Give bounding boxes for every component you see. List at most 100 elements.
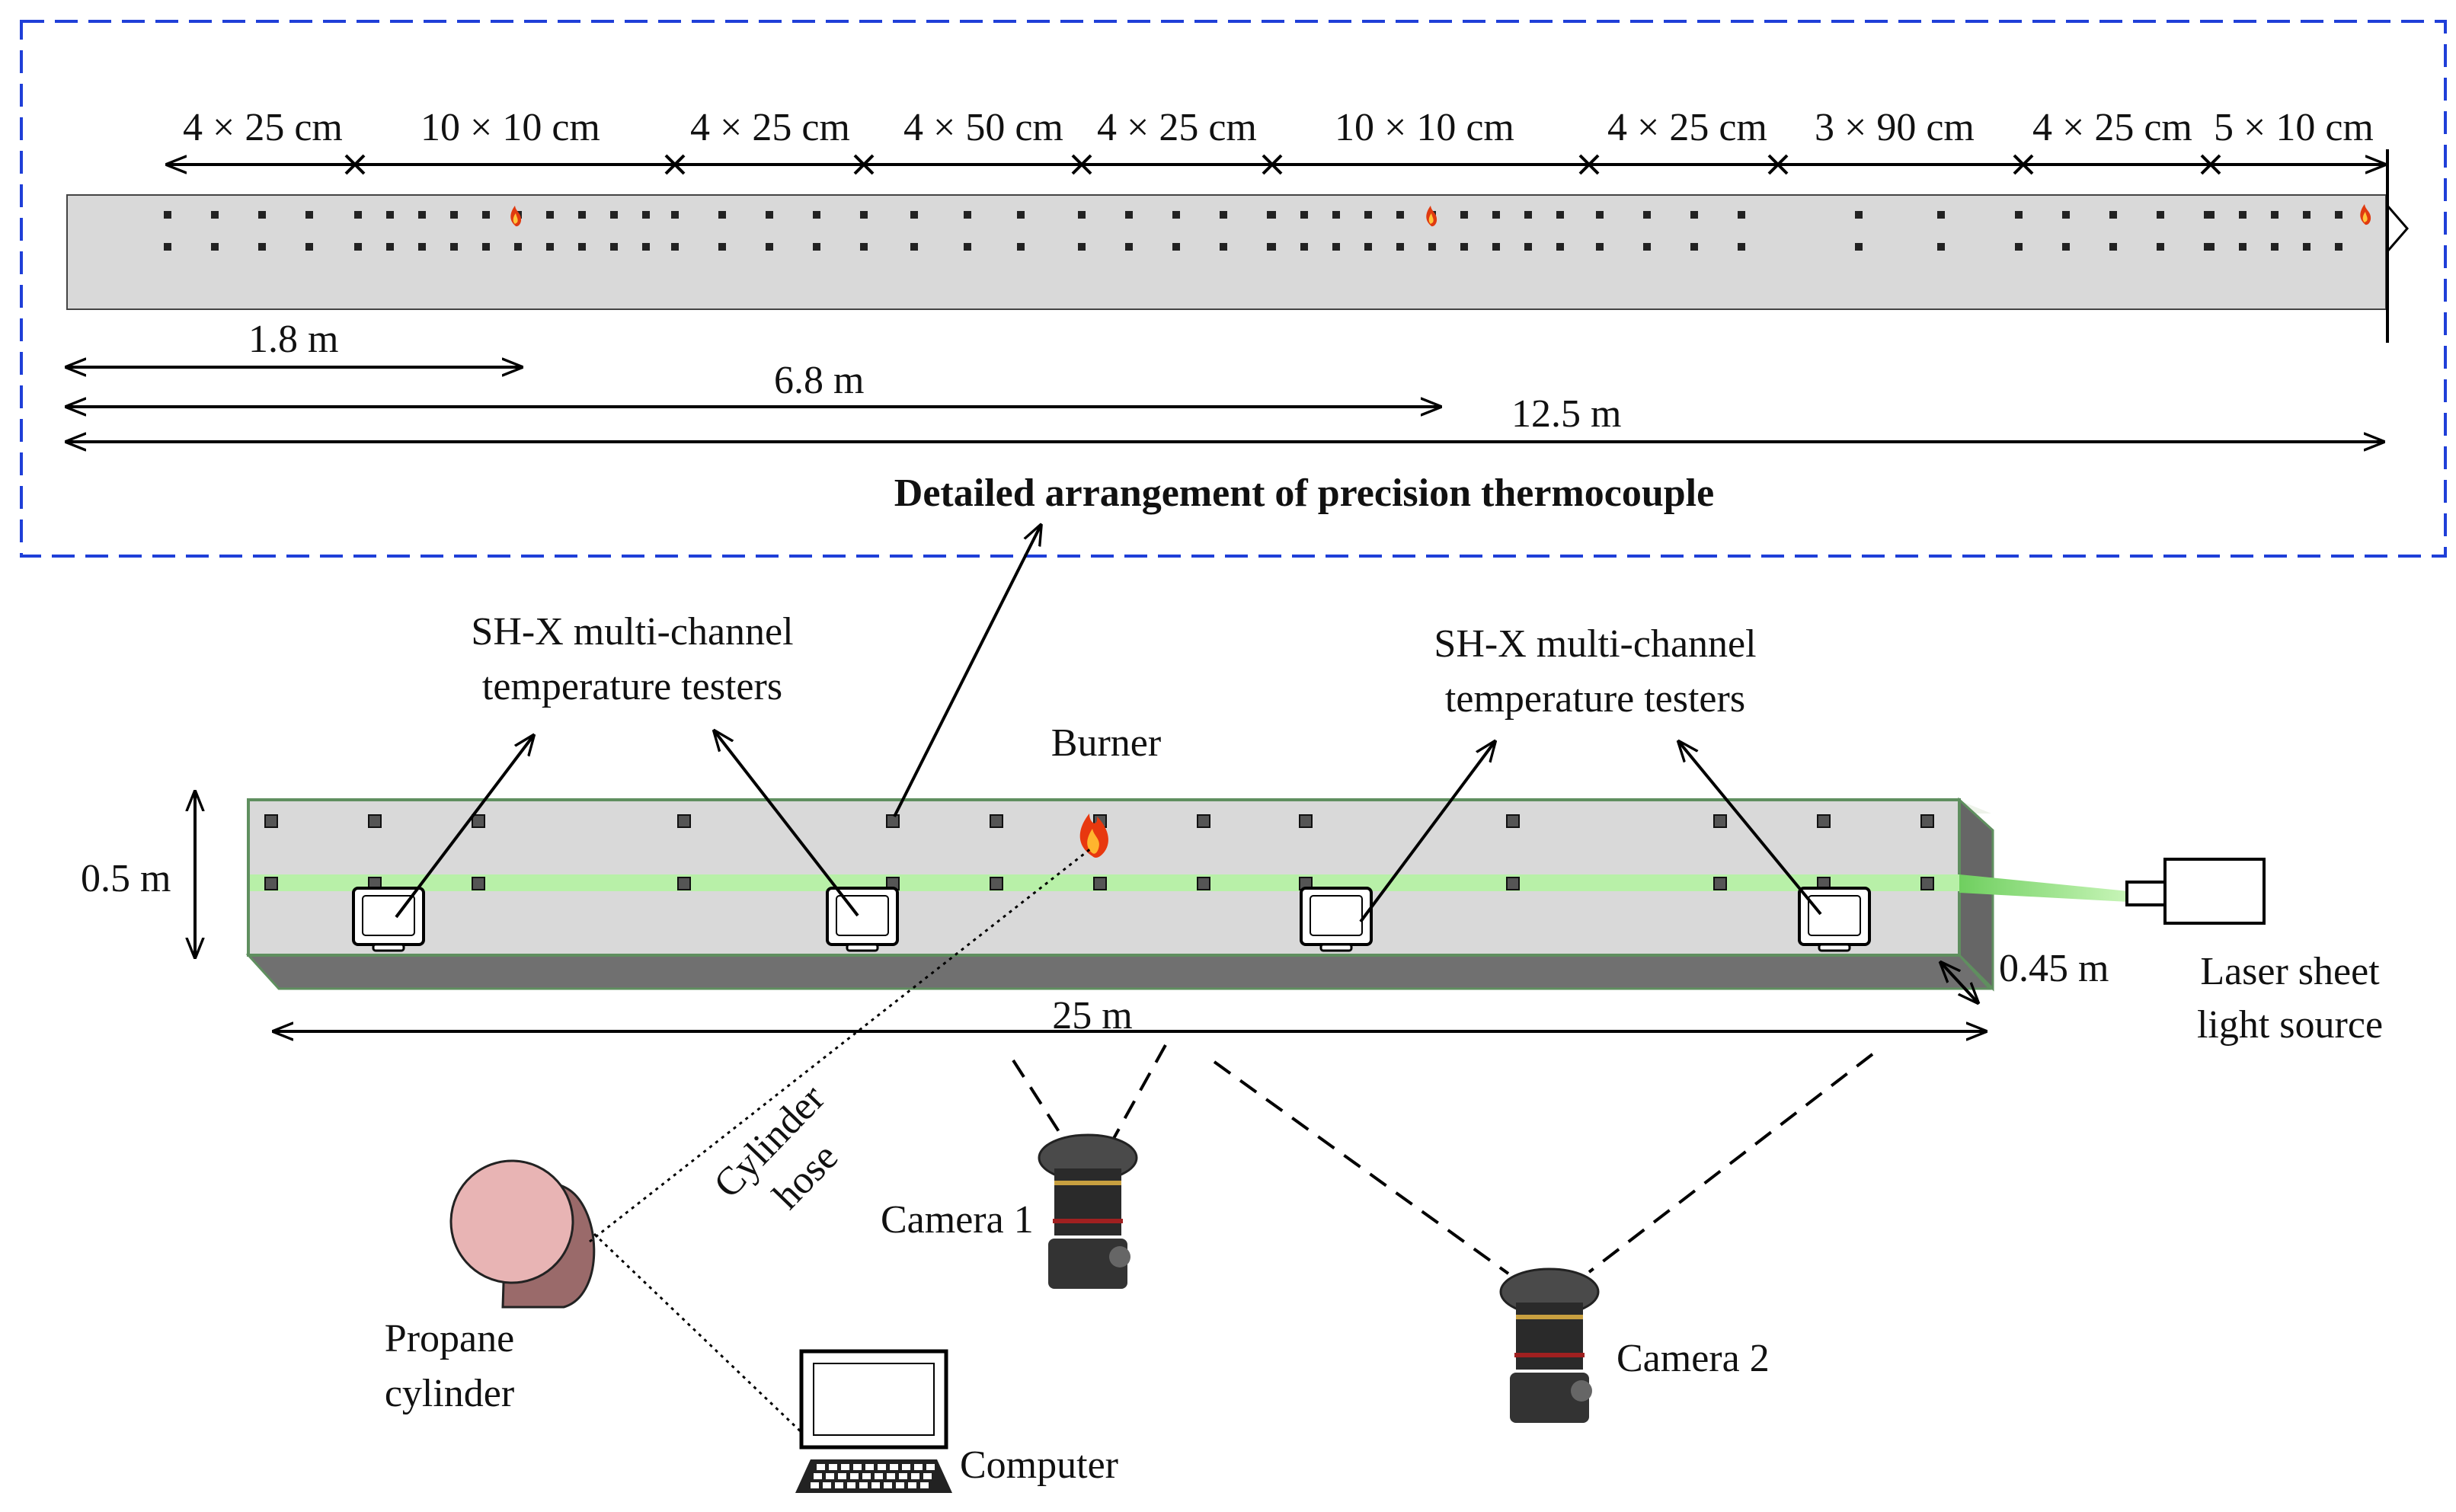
segment-boundary-marker — [2200, 154, 2221, 175]
propane-label-line2: cylinder — [385, 1372, 514, 1415]
thermocouple-dot — [910, 243, 918, 251]
propane-cylinder — [449, 1159, 596, 1309]
testers-left-label-line1: SH-X multi-channel — [471, 610, 793, 654]
segment-label-6: 10 × 10 cm — [1335, 106, 1514, 149]
thermocouple-dot — [2062, 243, 2070, 251]
tunnel-thermocouple — [677, 814, 691, 828]
thermocouple-dot — [2271, 211, 2279, 219]
thermocouple-dot — [546, 243, 554, 251]
camera1-view-line-left — [1012, 1059, 1067, 1143]
thermocouple-dot — [578, 243, 586, 251]
thermocouple-dot — [813, 211, 820, 219]
fire-icon — [510, 206, 522, 227]
thermocouple-dot — [1596, 243, 1604, 251]
thermocouple-dot — [813, 243, 820, 251]
computer-cable-line — [593, 1232, 807, 1438]
detail-thermocouples — [164, 211, 2342, 251]
thermocouple-dot — [1364, 211, 1372, 219]
segment-label-10: 5 × 10 cm — [2214, 106, 2374, 149]
thermocouple-dot — [1364, 243, 1372, 251]
thermocouple-dot — [964, 211, 971, 219]
thermocouple-dot — [766, 243, 773, 251]
thermocouple-dot — [1300, 211, 1308, 219]
tunnel-thermocouple — [1506, 877, 1520, 890]
thermocouple-dot — [642, 211, 650, 219]
thermocouple-dot — [1643, 243, 1651, 251]
segment-boundary-marker — [1578, 154, 1600, 175]
thermocouple-dot — [860, 211, 868, 219]
thermocouple-dot — [2015, 211, 2023, 219]
segment-boundary-marker — [344, 154, 366, 175]
thermocouple-dot — [2271, 243, 2279, 251]
thermocouple-dot — [1078, 211, 1086, 219]
tunnel-thermocouple — [472, 877, 485, 890]
width-label: 0.45 m — [1999, 947, 2109, 990]
thermocouple-dot — [2335, 211, 2342, 219]
thermocouple-dot — [964, 243, 971, 251]
thermocouple-dot — [1017, 243, 1025, 251]
burner-label: Burner — [1051, 721, 1161, 765]
segment-boundary-marker — [664, 154, 686, 175]
thermocouple-dot — [418, 243, 426, 251]
thermocouple-dot — [2109, 211, 2117, 219]
laser-label-line2: light source — [2197, 1003, 2383, 1047]
segment-ticks — [344, 154, 2221, 175]
thermocouple-dot — [766, 211, 773, 219]
thermocouple-dot — [450, 211, 458, 219]
thermocouple-dot — [1855, 243, 1863, 251]
thermocouple-dot — [578, 211, 586, 219]
monitor-icon — [826, 887, 899, 952]
tunnel-thermocouple — [1817, 814, 1831, 828]
tunnel-thermocouple — [368, 814, 382, 828]
tunnel-bottom-face — [245, 954, 1993, 990]
segment-label-4: 4 × 50 cm — [903, 106, 1063, 149]
thermocouple-dot — [2303, 211, 2310, 219]
hose-label: Cylinder hose — [705, 1076, 846, 1217]
fire-icon — [2360, 204, 2371, 225]
tunnel-thermocouple — [1920, 877, 1934, 890]
thermocouple-dot — [1460, 243, 1468, 251]
segment-label-1: 4 × 25 cm — [183, 106, 343, 149]
thermocouple-dot — [546, 211, 554, 219]
thermocouple-dot — [1078, 243, 1086, 251]
tunnel-thermocouple — [990, 814, 1003, 828]
monitor-icon — [1798, 887, 1871, 952]
tunnel-thermocouple — [264, 814, 278, 828]
burner-fire-icon — [1079, 814, 1108, 858]
thermocouple-dot — [305, 211, 313, 219]
thermocouple-dot — [1460, 211, 1468, 219]
computer-icon — [795, 1349, 952, 1493]
fire-icon — [1426, 206, 1437, 227]
thermocouple-dot — [1524, 211, 1532, 219]
thermocouple-dot — [514, 243, 522, 251]
thermocouple-dot — [610, 211, 618, 219]
tunnel-thermocouple — [677, 877, 691, 890]
laser-body — [2163, 858, 2266, 925]
break-symbol — [2386, 205, 2409, 252]
thermocouple-dot — [910, 211, 918, 219]
thermocouple-dot — [1596, 211, 1604, 219]
propane-label-line1: Propane — [385, 1317, 514, 1360]
thermocouple-dot — [354, 243, 362, 251]
thermocouple-dot — [1738, 211, 1745, 219]
thermocouple-dot — [482, 211, 490, 219]
thermocouple-dot — [671, 243, 679, 251]
segment-boundary-marker — [1262, 154, 1283, 175]
detail-caption: Detailed arrangement of precision thermo… — [894, 472, 1714, 515]
computer-label: Computer — [960, 1443, 1118, 1487]
thermocouple-dot — [1690, 243, 1698, 251]
thermocouple-dot — [1268, 243, 1276, 251]
pointer-arrow-tester-3 — [1359, 742, 1495, 923]
thermocouple-dot — [1172, 211, 1180, 219]
thermocouple-dot — [1268, 211, 1276, 219]
thermocouple-dot — [2109, 243, 2117, 251]
pointer-arrow-tester-2 — [715, 731, 859, 917]
thermocouple-dot — [1300, 243, 1308, 251]
testers-left-label-line2: temperature testers — [482, 665, 782, 708]
thermocouple-dot — [1937, 243, 1945, 251]
segment-label-8: 3 × 90 cm — [1815, 106, 1975, 149]
thermocouple-dot — [1492, 211, 1500, 219]
camera2-view-line-left — [1213, 1060, 1510, 1275]
tunnel-thermocouple — [472, 814, 485, 828]
thermocouple-dot — [2239, 243, 2247, 251]
